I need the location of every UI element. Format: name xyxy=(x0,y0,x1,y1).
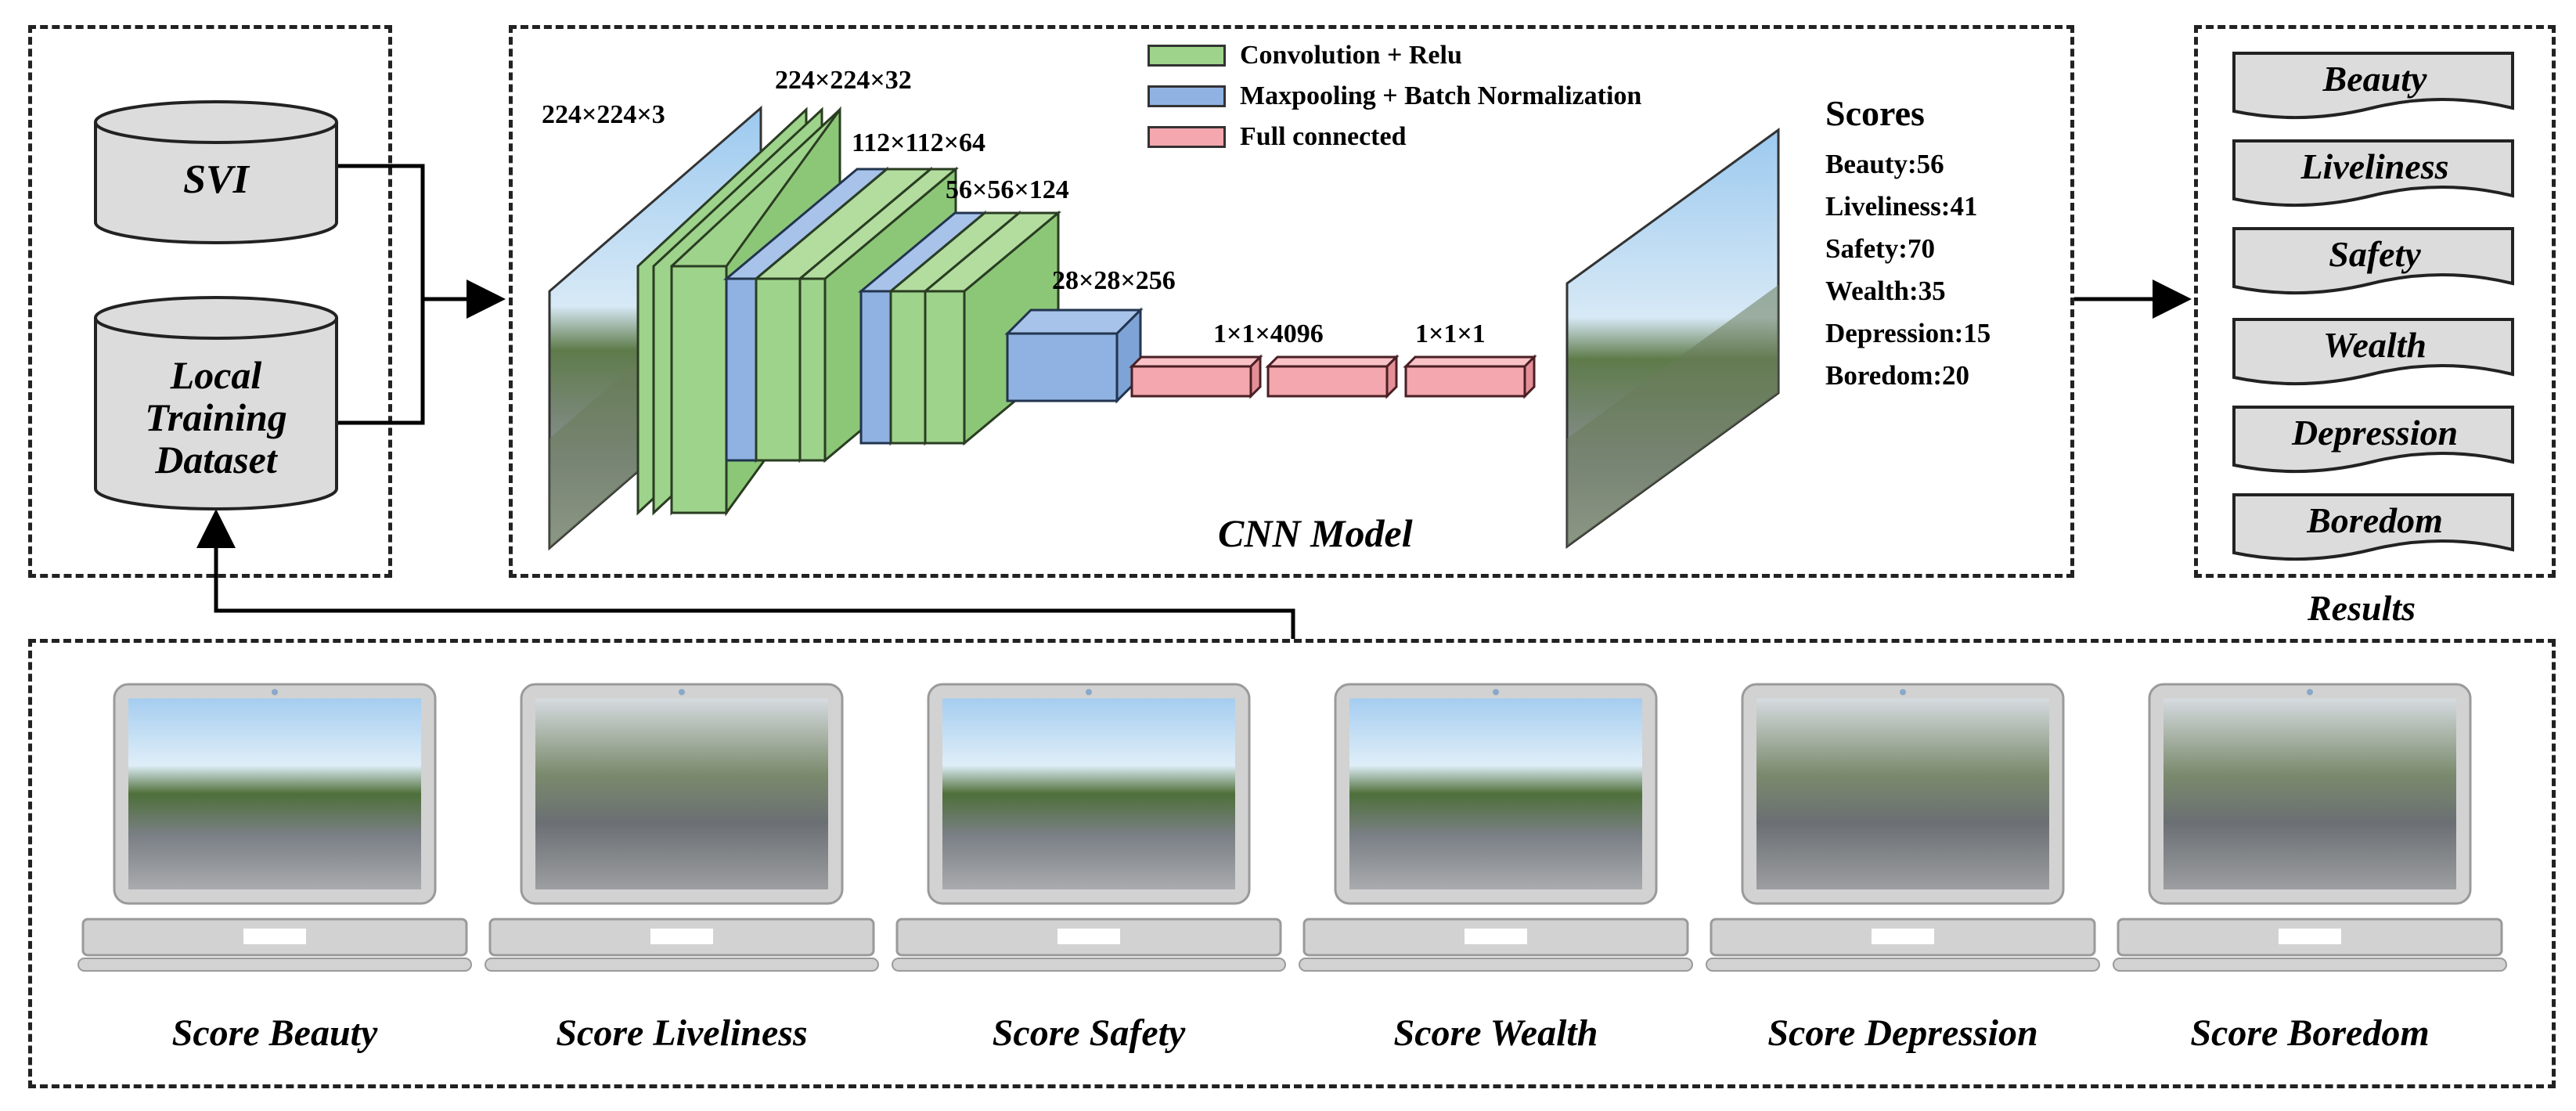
svi-database-icon xyxy=(94,100,338,244)
fc-block-1 xyxy=(1129,354,1263,399)
laptop-boredom xyxy=(2112,683,2508,972)
dataset-connector xyxy=(337,299,425,425)
legend-conv: Convolution + Relu xyxy=(1147,41,1462,70)
laptop-safety xyxy=(891,683,1287,972)
laptop-beauty xyxy=(77,683,473,972)
caption-score-beauty: Score Beauty xyxy=(171,1012,378,1054)
caption-score-wealth: Score Wealth xyxy=(1393,1012,1598,1054)
score-boredom: Boredom:20 xyxy=(1825,360,1970,391)
result-liveliness: Liveliness xyxy=(2300,146,2449,186)
conv-block-3 xyxy=(887,210,1062,446)
scoring-panel xyxy=(28,639,2556,1088)
result-doc-shape-boredom xyxy=(2232,493,2514,561)
result-safety: Safety xyxy=(2329,234,2421,274)
caption-score-safety: Score Safety xyxy=(992,1012,1186,1054)
training-database-icon xyxy=(94,296,338,510)
legend-pool: Maxpooling + Batch Normalization xyxy=(1147,81,1641,111)
fc-block-2 xyxy=(1265,354,1400,399)
legend-swatch-fc xyxy=(1147,126,1226,148)
caption-score-boredom: Score Boredom xyxy=(2190,1012,2430,1054)
score-beauty: Beauty:56 xyxy=(1825,149,1944,179)
svi-connector xyxy=(337,164,425,299)
scores-title: Scores xyxy=(1825,93,1925,133)
svi-label: SVI xyxy=(183,157,249,202)
score-safety: Safety:70 xyxy=(1825,233,1935,264)
score-wealth: Wealth:35 xyxy=(1825,276,1946,306)
training-dataset-label: Local Training Dataset xyxy=(145,353,287,482)
legend-swatch-pool xyxy=(1147,85,1226,107)
result-doc-shape-safety xyxy=(2232,227,2514,295)
result-depression: Depression xyxy=(2291,413,2459,453)
fc-block-3 xyxy=(1403,354,1537,399)
result-boredom: Boredom xyxy=(2307,500,2443,540)
results-label: Results xyxy=(2308,588,2416,628)
dim-label-input: 224×224×3 xyxy=(542,100,665,129)
dim-label-conv2: 112×112×64 xyxy=(852,128,985,157)
cnn-model-label: CNN Model xyxy=(1218,511,1413,555)
feedback-connector xyxy=(196,509,1295,639)
dim-label-fc3: 1×1×1 xyxy=(1415,319,1486,348)
result-doc-shape-wealth xyxy=(2232,318,2514,386)
dim-label-fc1: 1×1×4096 xyxy=(1213,319,1324,348)
laptop-wealth xyxy=(1298,683,1694,972)
dim-label-conv1: 224×224×32 xyxy=(775,66,912,95)
caption-score-depression: Score Depression xyxy=(1767,1012,2038,1054)
results-shapes xyxy=(2232,52,2514,561)
laptop-liveliness xyxy=(484,683,880,972)
result-wealth: Wealth xyxy=(2322,325,2427,365)
legend-swatch-conv xyxy=(1147,45,1226,67)
results-panel xyxy=(2194,25,2556,578)
score-depression: Depression:15 xyxy=(1825,318,1991,348)
result-doc-shape-liveliness xyxy=(2232,139,2514,207)
legend-fc: Full connected xyxy=(1147,122,1406,152)
dim-label-pool: 28×28×256 xyxy=(1052,266,1176,295)
result-doc-shape-beauty xyxy=(2232,52,2514,120)
dim-label-conv3: 56×56×124 xyxy=(946,175,1069,204)
pool-block-3 xyxy=(1004,307,1144,404)
result-beauty: Beauty xyxy=(2322,59,2427,99)
laptop-depression xyxy=(1705,683,2101,972)
caption-score-liveliness: Score Liveliness xyxy=(556,1012,808,1054)
result-doc-shape-depression xyxy=(2232,406,2514,474)
cnn-model-panel xyxy=(509,25,2074,578)
score-liveliness: Liveliness:41 xyxy=(1825,191,1978,222)
data-source-panel xyxy=(28,25,392,578)
